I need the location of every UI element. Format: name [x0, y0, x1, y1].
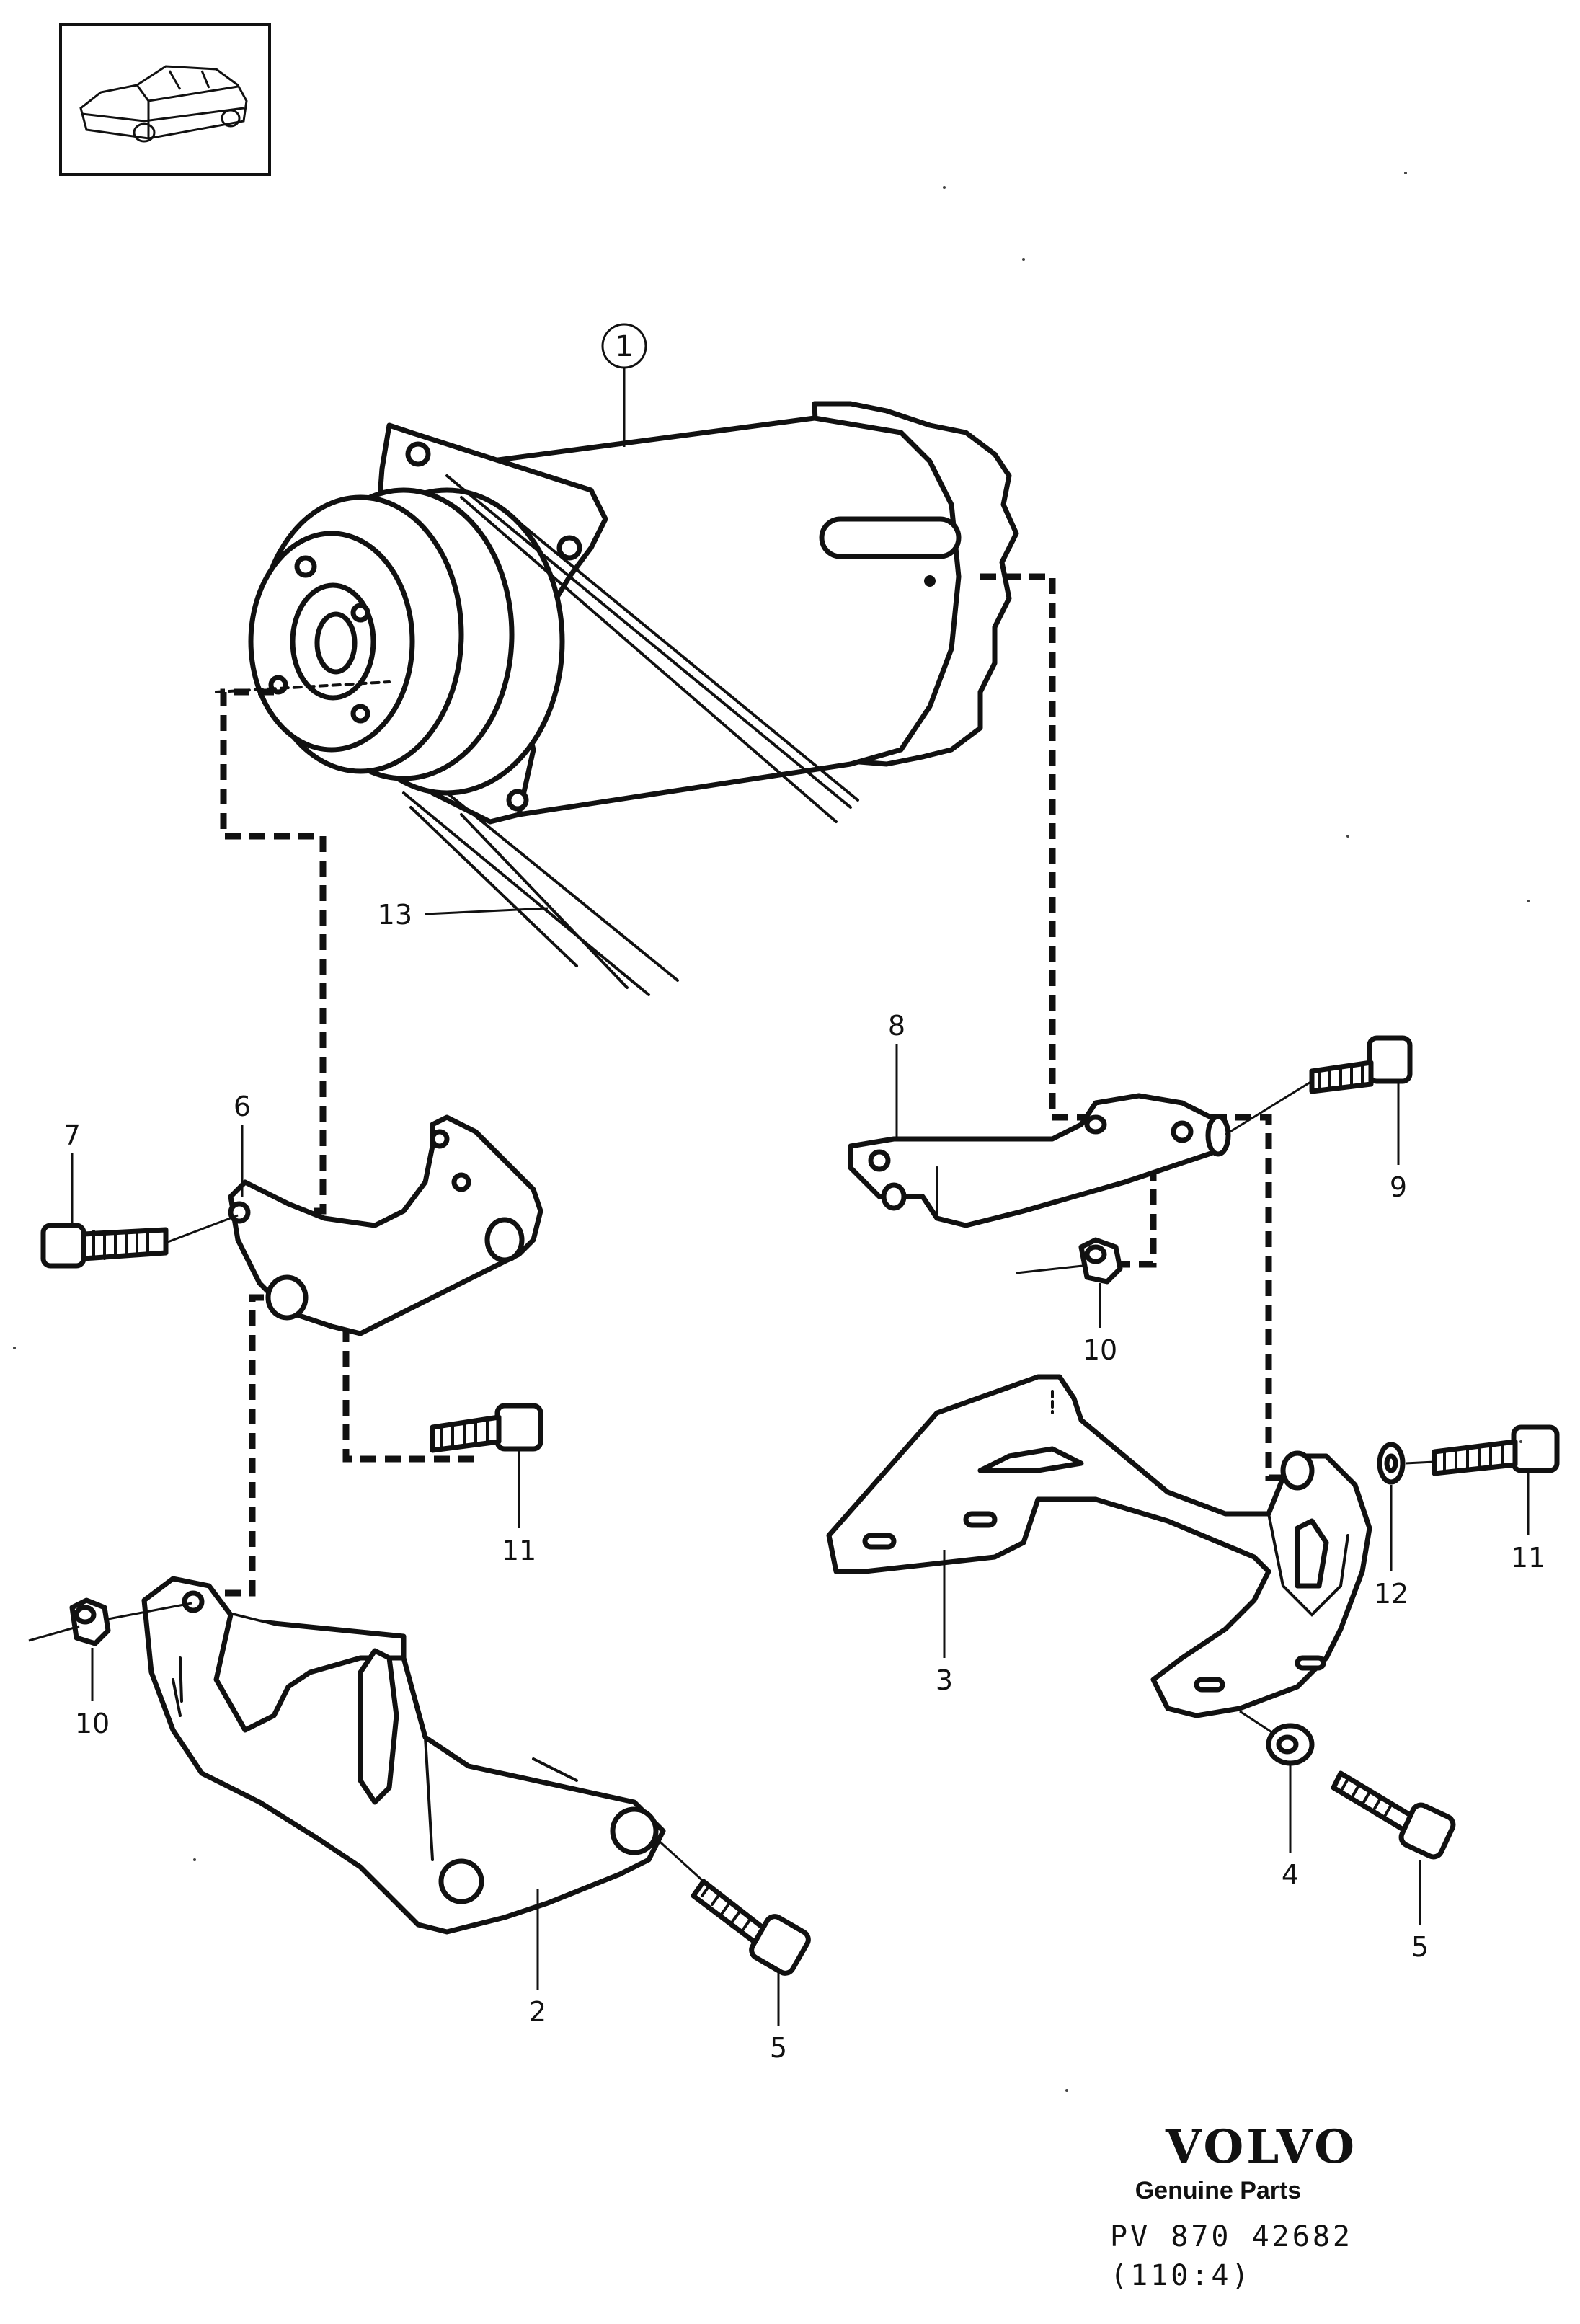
leader-lines — [28, 368, 1530, 2026]
car-thumbnail — [59, 23, 271, 176]
part-7-bolt — [40, 1223, 169, 1269]
callout-13-label: 13 — [378, 899, 412, 931]
part-10-nut — [1078, 1237, 1123, 1285]
scan-specks — [13, 172, 1530, 2092]
part-3-bracket — [826, 1374, 1372, 1718]
part-5-bolt-left — [691, 1879, 811, 1976]
part-4-spacer — [1266, 1723, 1315, 1766]
part-12-washer — [1377, 1442, 1406, 1485]
callout-8-label: 8 — [888, 1010, 905, 1042]
part-9-bolt — [1309, 1035, 1413, 1094]
callout-1-label: 1 — [615, 330, 633, 363]
callout-11a-label: 11 — [502, 1535, 536, 1566]
callout-12-label: 12 — [1374, 1578, 1408, 1610]
callout-10a-label: 10 — [1083, 1334, 1117, 1366]
callout-3-label: 3 — [936, 1664, 953, 1696]
part-6-bracket — [228, 1114, 543, 1336]
brand-block: VOLVO Genuine Parts PV 870 42682 (110:4) — [1110, 2120, 1357, 2292]
brand-tagline: Genuine Parts — [1135, 2177, 1302, 2204]
callout-5a-label: 5 — [770, 2032, 787, 2064]
callout-9-label: 9 — [1390, 1171, 1407, 1203]
part-1-compressor — [215, 401, 1019, 825]
brand-logo: VOLVO — [1165, 2120, 1357, 2174]
callout-5b-label: 5 — [1411, 1931, 1429, 1963]
callout-6-label: 6 — [234, 1091, 251, 1122]
part-13-belt — [402, 791, 679, 996]
callout-11b-label: 11 — [1511, 1542, 1545, 1574]
part-10-nut-lower — [69, 1597, 111, 1646]
callout-1: 1 — [601, 323, 647, 369]
part-11-bolt-left — [430, 1403, 543, 1453]
callout-7-label: 7 — [63, 1119, 81, 1151]
part-catalog-code: PV 870 42682 — [1110, 2220, 1353, 2253]
part-11-bolt-right — [1432, 1424, 1560, 1476]
part-5-bolt-right — [1331, 1770, 1456, 1860]
part-8-bracket — [848, 1093, 1231, 1228]
car-icon — [79, 65, 248, 143]
callout-4-label: 4 — [1282, 1859, 1299, 1891]
callout-10b-label: 10 — [75, 1708, 110, 1739]
callout-2-label: 2 — [529, 1996, 546, 2028]
part-2-bracket — [141, 1576, 666, 1935]
part-catalog-ref: (110:4) — [1110, 2259, 1252, 2292]
